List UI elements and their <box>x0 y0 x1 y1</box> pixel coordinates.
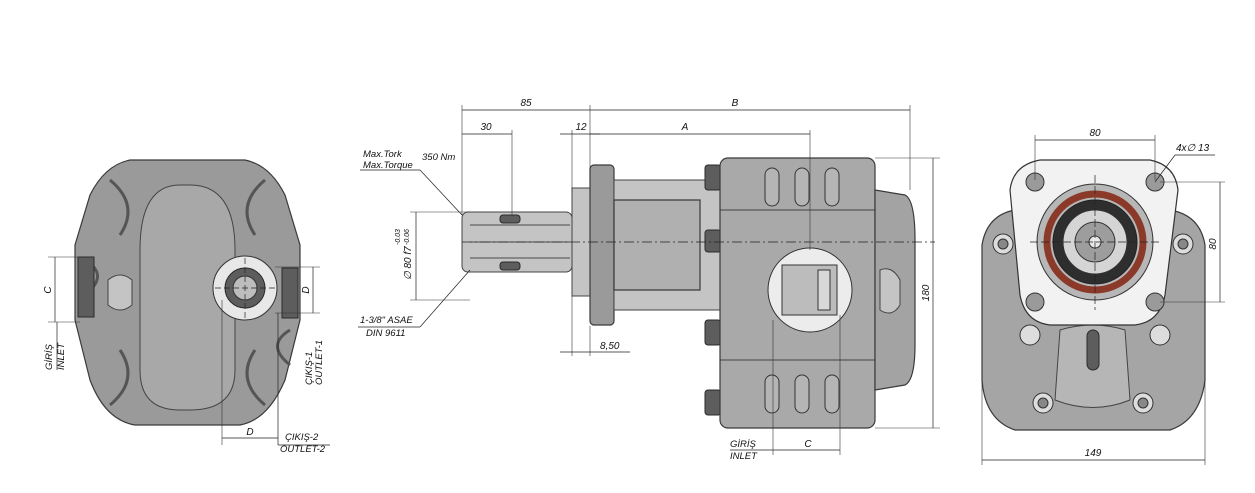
right-view <box>981 159 1206 431</box>
dim-80-side: 80 <box>1208 238 1219 250</box>
dim-c-left: C <box>43 286 54 294</box>
label-giris-bottom: GİRİŞ <box>730 439 757 450</box>
label-giris-left: GİRİŞ <box>44 343 55 370</box>
label-outlet1: OUTLET-1 <box>314 340 325 385</box>
middle-view <box>461 157 935 429</box>
dim-d-bottom: D <box>246 427 253 438</box>
label-outlet2: OUTLET-2 <box>280 444 326 455</box>
dim-80-top: 80 <box>1089 128 1101 139</box>
label-cikis2: ÇIKIŞ-2 <box>285 432 319 443</box>
left-view <box>74 159 301 426</box>
label-din: DIN 9611 <box>366 328 405 339</box>
dim-12: 12 <box>575 122 587 133</box>
left-view-dimensions: C GİRİŞ INLET D ÇIKIŞ-1 OUTLET-1 D ÇIKIŞ… <box>43 256 330 455</box>
label-max-tork: Max.Tork <box>363 149 403 160</box>
dim-tol-upper: -0.03 <box>395 229 402 245</box>
dim-shaft-diameter: ∅ 80 f7 <box>403 246 414 280</box>
dim-holes: 4x∅ 13 <box>1176 143 1210 154</box>
label-torque-value: 350 Nm <box>422 152 455 163</box>
label-inlet-bottom: INLET <box>730 451 758 462</box>
label-cikis1: ÇIKIŞ-1 <box>304 352 315 385</box>
dim-8-50: 8,50 <box>600 341 620 352</box>
label-inlet-left: INLET <box>56 342 67 370</box>
middle-view-dimensions: 85 B 30 12 A 180 8,50 ∅ 80 f7 -0.03 -0.0… <box>358 98 940 462</box>
dim-180: 180 <box>921 284 932 301</box>
dim-30: 30 <box>480 122 492 133</box>
label-max-torque: Max.Torque <box>363 160 413 171</box>
dim-c-bottom: C <box>804 439 812 450</box>
dim-85: 85 <box>520 98 532 109</box>
dim-149: 149 <box>1085 448 1102 459</box>
dim-tol-lower: -0.06 <box>404 229 411 245</box>
dim-a: A <box>681 122 689 133</box>
label-asae: 1-3/8" ASAE <box>360 315 413 326</box>
right-view-dimensions: 80 4x∅ 13 80 149 <box>981 128 1225 465</box>
dim-b: B <box>732 98 739 109</box>
dim-d-left: D <box>301 286 312 293</box>
